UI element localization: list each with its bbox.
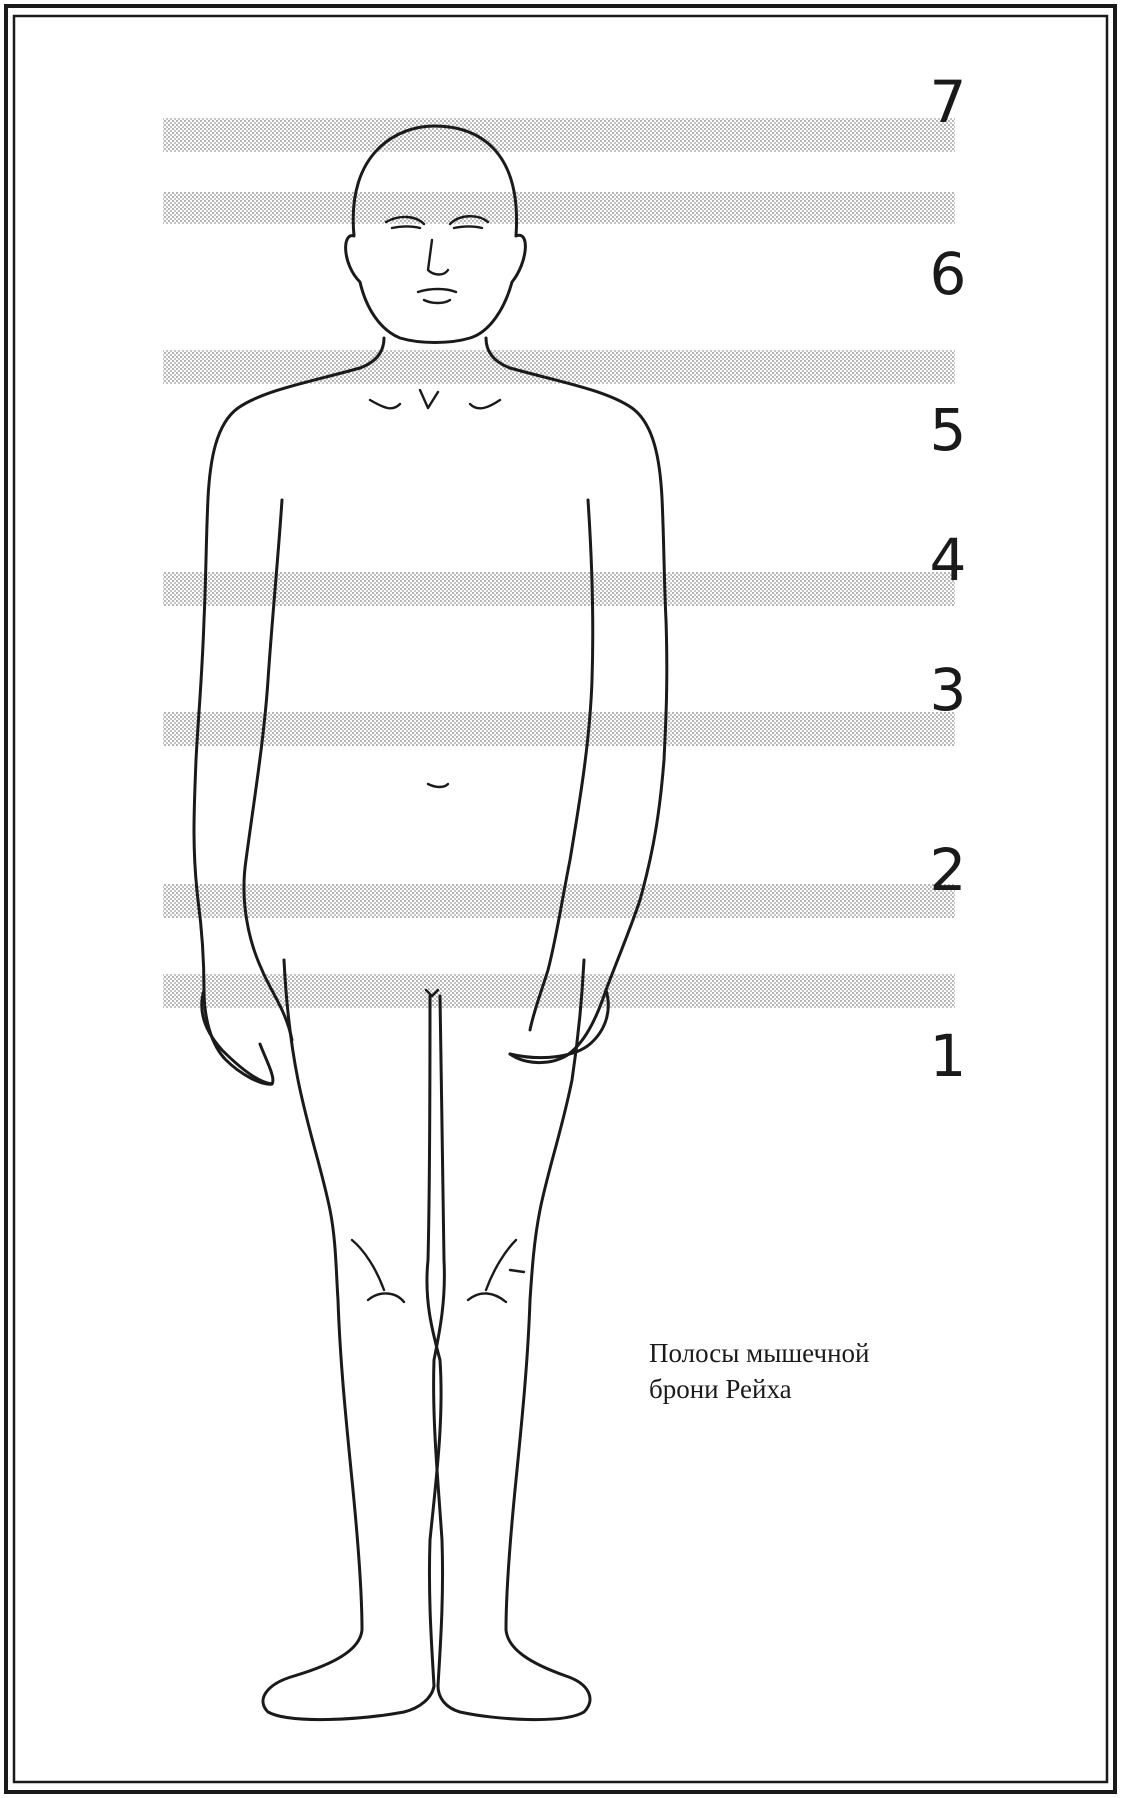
left-knee [352,1240,404,1302]
armor-band [163,192,955,224]
right-knee [468,1240,524,1302]
armor-band [163,350,955,384]
right-leg-outer [438,1300,590,1720]
segment-number: 4 [930,526,967,594]
segment-number: 2 [930,836,967,904]
caption-line-2: брони Рейха [649,1374,792,1404]
nose [428,240,448,275]
figure-caption: Полосы мышечной брони Рейха [649,1338,869,1404]
right-hip [530,960,584,1300]
navel [428,784,448,787]
segment-number: 1 [930,1022,967,1090]
mouth [418,289,456,303]
armor-band [163,118,955,152]
segment-number: 5 [930,396,967,464]
armor-band [163,974,955,1008]
collarbone [370,390,500,408]
caption-line-1: Полосы мышечной [649,1338,869,1368]
left-leg-outer [263,1300,434,1720]
head-outline [346,126,526,343]
armor-band [163,572,955,606]
armor-band [163,712,955,746]
segment-number: 3 [930,656,967,724]
segment-number: 7 [930,68,967,136]
torso-right-outline [486,338,667,1063]
left-hip [284,960,338,1300]
segment-number: 6 [930,240,967,308]
armor-bands [163,118,955,1008]
torso-left-outline [194,338,384,1084]
